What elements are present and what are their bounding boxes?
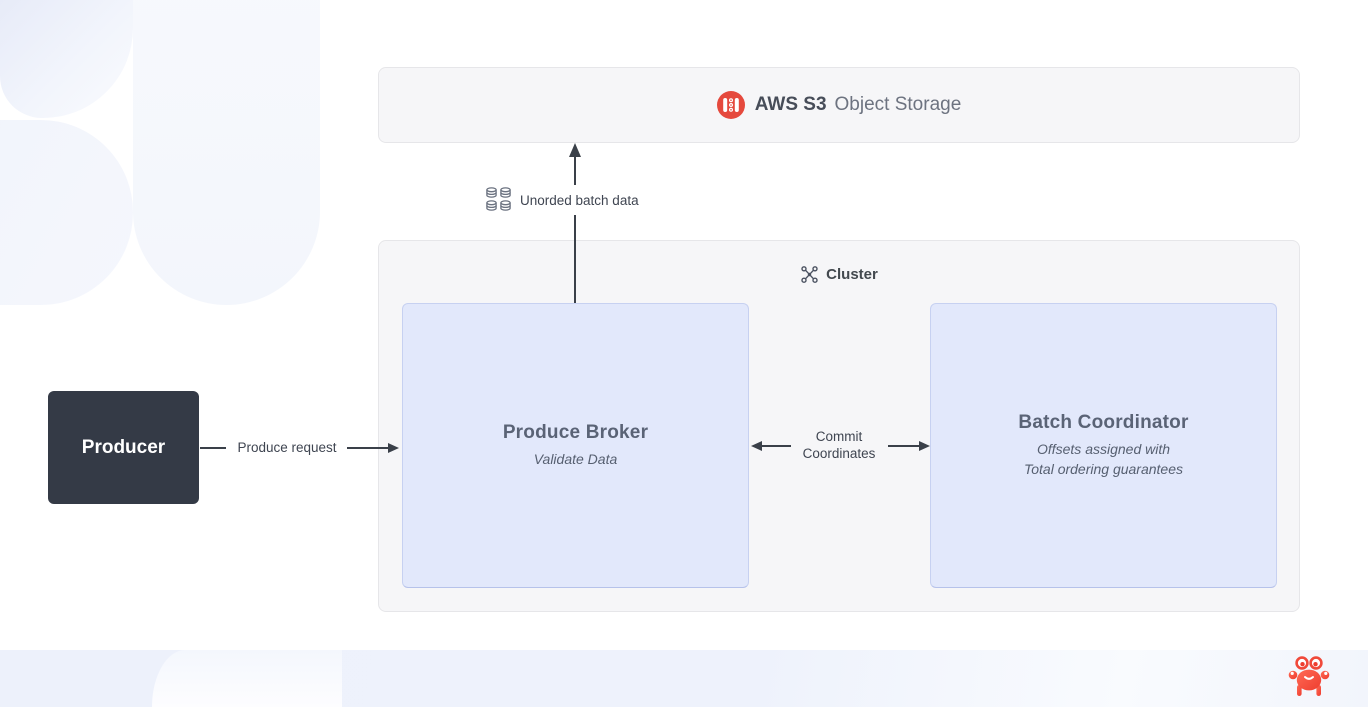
- s3-panel-title: AWS S3 Object Storage: [755, 94, 962, 116]
- decor-blob-pill: [133, 0, 320, 305]
- cluster-label-text: Cluster: [826, 266, 878, 283]
- s3-title-bold: AWS S3: [754, 94, 827, 115]
- unordered-batch-label-text: Unorded batch data: [520, 192, 639, 208]
- commit-label-line1: Commit: [815, 429, 863, 444]
- db-cyl: [486, 187, 497, 198]
- s3-title-rest: Object Storage: [834, 94, 962, 115]
- s3-bucket-icon: [716, 91, 745, 119]
- decor-bottom-wedge: [152, 650, 342, 707]
- edge-label-commit-coordinates: Commit Coordinates: [789, 428, 889, 462]
- edge-label-unordered-batch: Unorded batch data: [481, 185, 643, 215]
- aws-s3-storage-panel: AWS S3 Object Storage: [378, 67, 1300, 143]
- producer-label: Producer: [81, 436, 166, 458]
- cluster-label: Cluster: [378, 265, 1300, 284]
- batch-coordinator-subtitle: Offsets assigned with Total ordering gua…: [1024, 439, 1183, 479]
- batch-coordinator-subtitle-line1: Offsets assigned with: [1036, 441, 1171, 457]
- decor-blob-half-pill: [0, 120, 133, 305]
- database-grid-icon: [485, 187, 512, 213]
- cluster-network-icon: [800, 265, 819, 284]
- producer-node: Producer: [48, 391, 199, 504]
- batch-coordinator-subtitle-line2: Total ordering guarantees: [1023, 461, 1184, 477]
- batch-coordinator-title: Batch Coordinator: [1018, 412, 1189, 433]
- crab-icon: [1288, 655, 1330, 699]
- commit-label-line2: Coordinates: [802, 446, 876, 461]
- decor-blob-top-left: [0, 0, 133, 118]
- produce-broker-node: Produce Broker Validate Data: [402, 303, 749, 588]
- edge-label-produce-request: Produce request: [237, 440, 337, 455]
- batch-coordinator-node: Batch Coordinator Offsets assigned with …: [930, 303, 1277, 588]
- arrowhead-unordered-batch: [569, 143, 581, 157]
- produce-broker-title: Produce Broker: [502, 422, 649, 443]
- produce-broker-subtitle: Validate Data: [533, 451, 618, 467]
